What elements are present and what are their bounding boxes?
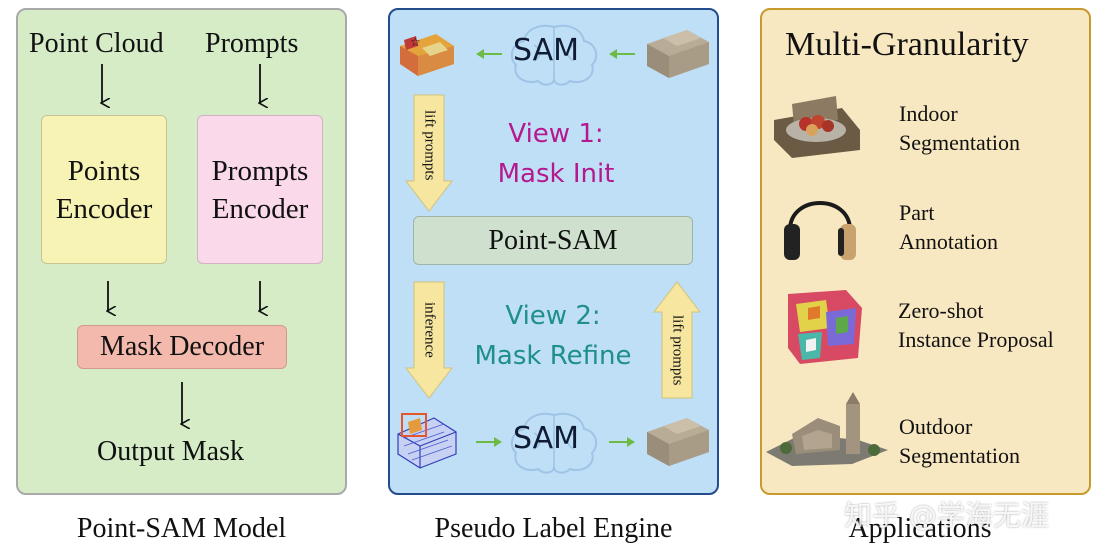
mask-decoder-label: Mask Decoder [99, 331, 265, 362]
app-part-line2: Annotation [899, 229, 998, 254]
lift-prompts-arrow-down [404, 94, 454, 212]
inference-wrap: inference [406, 282, 452, 378]
inference-label: inference [421, 302, 438, 358]
view1-line2: Mask Init [497, 159, 615, 189]
app-part-line1: Part [899, 200, 935, 225]
outdoor-scene-thumbnail [766, 392, 888, 466]
sofa-thumbnail-bottom [647, 418, 709, 466]
app-outdoor-line1: Outdoor [899, 414, 973, 439]
app-part-annotation: Part Annotation [899, 198, 998, 256]
app-zero-shot-line1: Zero-shot [898, 298, 984, 323]
points-encoder-box: Points Encoder [41, 115, 167, 264]
prompts-encoder-label: Prompts Encoder [211, 154, 309, 225]
caption-applications: Applications [848, 513, 992, 544]
green-arrow-left-top [476, 49, 502, 59]
green-arrow-right-bottom [476, 437, 502, 447]
view2-title: View 2: Mask Refine [470, 296, 636, 376]
view1-line1: View 1: [508, 119, 604, 149]
prompts-label: Prompts [205, 28, 299, 59]
sofa-thumbnail-top [647, 30, 709, 78]
caption-point-sam-model: Point-SAM Model [76, 513, 287, 544]
view2-line2: Mask Refine [474, 341, 632, 371]
inference-arrow-down [404, 281, 454, 399]
lift-prompts-left-label: lift prompts [421, 109, 438, 181]
headphones-thumbnail [784, 201, 856, 260]
svg-text:☆: ☆ [410, 35, 421, 49]
point-cloud-label: Point Cloud [29, 28, 164, 59]
lift-prompts-right-wrap: lift prompts [654, 302, 700, 398]
point-sam-box: Point-SAM [413, 216, 693, 265]
green-arrow-left-top-2 [609, 49, 635, 59]
point-sam-label: Point-SAM [488, 224, 618, 256]
mask-decoder-box: Mask Decoder [77, 325, 287, 369]
prompts-encoder-box: Prompts Encoder [197, 115, 323, 264]
view1-title: View 1: Mask Init [476, 114, 636, 194]
app-outdoor-segmentation: Outdoor Segmentation [899, 412, 1020, 470]
caption-pseudo-label-engine: Pseudo Label Engine [434, 513, 673, 544]
app-zero-shot-instance-proposal: Zero-shot Instance Proposal [898, 296, 1054, 354]
app-indoor-segmentation: Indoor Segmentation [899, 99, 1020, 157]
lift-prompts-left-wrap: lift prompts [406, 95, 452, 195]
point-cloud-thumbnail [397, 413, 457, 469]
app-outdoor-line2: Segmentation [899, 443, 1020, 468]
lift-prompts-arrow-up [652, 281, 702, 399]
points-encoder-label: Points Encoder [55, 154, 153, 225]
sofa-colored-thumbnail: ☆ [400, 34, 454, 76]
app-indoor-line2: Segmentation [899, 130, 1020, 155]
applications-panel [760, 8, 1091, 495]
brain-icon-bottom [510, 412, 598, 474]
view2-line1: View 2: [505, 301, 601, 331]
sam-label-bottom: SAM [513, 421, 580, 456]
green-arrow-right-bottom-2 [609, 437, 635, 447]
output-mask-label: Output Mask [97, 436, 244, 467]
multi-granularity-title: Multi-Granularity [785, 26, 1029, 63]
lift-prompts-right-label: lift prompts [669, 314, 686, 386]
instance-proposal-thumbnail [788, 290, 862, 364]
indoor-scene-thumbnail [774, 96, 860, 158]
app-zero-shot-line2: Instance Proposal [898, 327, 1054, 352]
app-indoor-line1: Indoor [899, 101, 958, 126]
brain-icon-top [510, 24, 598, 86]
sam-label-top: SAM [513, 33, 580, 68]
watermark: 知乎 @学海无涯 [844, 499, 1049, 532]
